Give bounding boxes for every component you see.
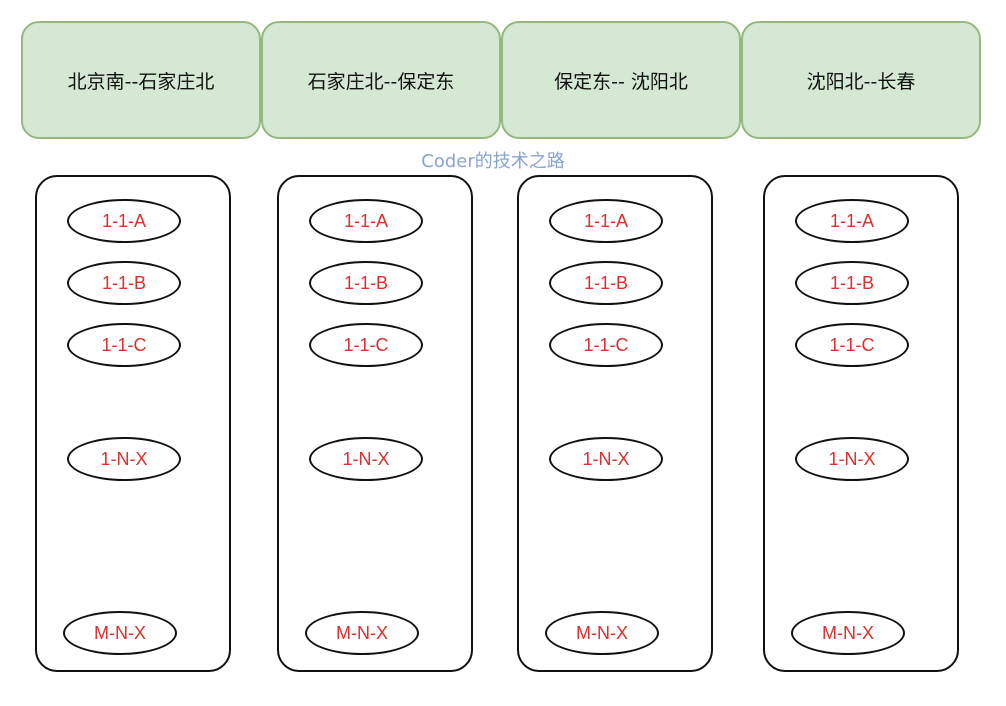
seat-node: 1-1-C xyxy=(549,323,663,367)
segment-header-3: 沈阳北--长春 xyxy=(741,21,981,139)
seat-node: 1-N-X xyxy=(309,437,423,481)
segment-column-2: 1-1-A 1-1-B 1-1-C 1-N-X M-N-X xyxy=(517,175,713,672)
segment-header-0: 北京南--石家庄北 xyxy=(21,21,261,139)
watermark: Coder的技术之路 xyxy=(421,151,565,172)
seat-node: 1-1-B xyxy=(309,261,423,305)
seat-node: 1-1-A xyxy=(67,199,181,243)
segment-column-1: 1-1-A 1-1-B 1-1-C 1-N-X M-N-X xyxy=(277,175,473,672)
seat-node: 1-1-B xyxy=(795,261,909,305)
seat-node: 1-N-X xyxy=(549,437,663,481)
seat-node: 1-1-C xyxy=(309,323,423,367)
seat-node: M-N-X xyxy=(63,611,177,655)
seat-node: M-N-X xyxy=(545,611,659,655)
seat-node: 1-N-X xyxy=(795,437,909,481)
segment-header-2: 保定东-- 沈阳北 xyxy=(501,21,741,139)
segment-column-0: 1-1-A 1-1-B 1-1-C 1-N-X M-N-X xyxy=(35,175,231,672)
segment-header-1: 石家庄北--保定东 xyxy=(261,21,501,139)
seat-node: 1-N-X xyxy=(67,437,181,481)
seat-node: 1-1-A xyxy=(549,199,663,243)
seat-node: M-N-X xyxy=(791,611,905,655)
seat-node: 1-1-A xyxy=(795,199,909,243)
segment-label: 保定东-- 沈阳北 xyxy=(554,70,688,93)
segment-column-3: 1-1-A 1-1-B 1-1-C 1-N-X M-N-X xyxy=(763,175,959,672)
seat-node: 1-1-C xyxy=(795,323,909,367)
segment-label: 石家庄北--保定东 xyxy=(307,70,455,93)
seat-node: 1-1-B xyxy=(67,261,181,305)
segment-label: 沈阳北--长春 xyxy=(806,70,916,93)
segment-label: 北京南--石家庄北 xyxy=(67,70,215,93)
seat-node: M-N-X xyxy=(305,611,419,655)
seat-node: 1-1-C xyxy=(67,323,181,367)
seat-node: 1-1-A xyxy=(309,199,423,243)
seat-node: 1-1-B xyxy=(549,261,663,305)
